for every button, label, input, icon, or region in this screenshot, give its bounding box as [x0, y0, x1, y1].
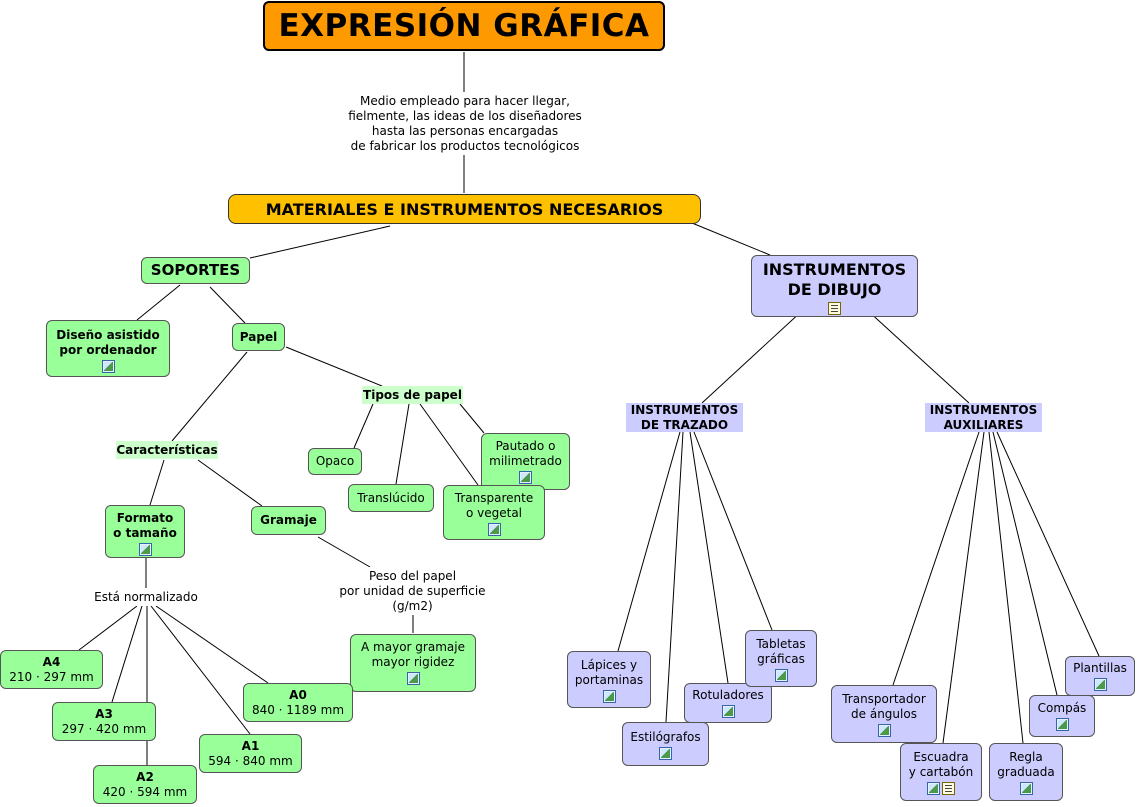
peso-text: Peso del papel por unidad de superficie … [335, 567, 490, 615]
transparente-line-1: Transparente [454, 491, 534, 505]
size-a0-name: A0 [289, 687, 307, 702]
size-a2-name: A2 [136, 769, 154, 784]
pautado-node[interactable]: Pautado o milimetrado [481, 433, 570, 490]
plantillas-label: Plantillas [1073, 661, 1127, 675]
regla-node[interactable]: Regla graduada [989, 743, 1063, 801]
rigidez-line-2: mayor rigidez [371, 655, 455, 669]
peso-line-3: (g/m2) [392, 598, 433, 613]
regla-line-2: graduada [997, 765, 1055, 779]
trazado-line-1: INSTRUMENTOS [630, 402, 739, 417]
cad-line-2: por ordenador [59, 343, 157, 357]
traslucido-node: Translúcido [348, 484, 434, 512]
opaco-node: Opaco [308, 448, 362, 475]
size-a3-dims: 297 · 420 mm [61, 721, 147, 736]
peso-line-2: por unidad de superficie [339, 583, 486, 598]
transportador-line-1: Transportador [842, 692, 926, 706]
rigidez-line-1: A mayor gramaje [361, 640, 465, 654]
normalizado-text: Está normalizado [86, 588, 206, 606]
size-a1-node: A1 594 · 840 mm [199, 734, 302, 773]
tabletas-node[interactable]: Tabletas gráficas [745, 630, 817, 687]
image-icon[interactable] [602, 690, 616, 703]
peso-line-1: Peso del papel [368, 568, 457, 583]
cad-line-1: Diseño asistido [56, 328, 160, 342]
lapices-line-1: Lápices y [580, 658, 638, 672]
image-icon[interactable] [721, 705, 735, 718]
image-icon[interactable] [519, 471, 532, 484]
instrumentos-dibujo-line-2: DE DIBUJO [787, 280, 882, 299]
papel-node: Papel [232, 323, 285, 351]
tipos-papel-label: Tipos de papel [362, 386, 463, 404]
image-icon[interactable] [138, 543, 152, 556]
tabletas-line-1: Tabletas [756, 637, 806, 651]
formato-line-1: Formato [116, 511, 174, 525]
size-a3-node: A3 297 · 420 mm [52, 702, 156, 741]
size-a0-dims: 840 · 1189 mm [251, 702, 345, 717]
auxiliares-label: INSTRUMENTOS AUXILIARES [925, 403, 1042, 432]
definition-text: Medio empleado para hacer llegar, fielme… [320, 94, 610, 154]
rotuladores-node[interactable]: Rotuladores [684, 683, 772, 723]
estilografos-node[interactable]: Estilógrafos [622, 722, 709, 766]
document-icon[interactable] [828, 302, 841, 315]
instrumentos-dibujo-line-1: INSTRUMENTOS [762, 260, 907, 279]
instrumentos-dibujo-node[interactable]: INSTRUMENTOS DE DIBUJO [751, 255, 918, 317]
size-a3-name: A3 [95, 706, 113, 721]
compas-node[interactable]: Compás [1029, 695, 1095, 737]
image-icon[interactable] [101, 360, 115, 373]
image-icon[interactable] [659, 747, 672, 760]
definition-line-3: hasta las personas encargadas [371, 124, 559, 138]
image-icon[interactable] [1093, 678, 1107, 691]
pautado-line-1: Pautado o [495, 439, 556, 453]
size-a2-node: A2 420 · 594 mm [93, 765, 197, 804]
escuadra-line-2: y cartabón [908, 765, 974, 779]
rigidez-node[interactable]: A mayor gramaje mayor rigidez [350, 634, 476, 692]
transportador-line-2: de ángulos [851, 707, 917, 721]
size-a0-node: A0 840 · 1189 mm [243, 683, 353, 722]
size-a4-name: A4 [42, 654, 61, 669]
caracteristicas-label: Características [116, 441, 218, 459]
trazado-line-2: DE TRAZADO [640, 417, 729, 432]
image-icon[interactable] [774, 669, 788, 682]
trazado-label: INSTRUMENTOS DE TRAZADO [626, 403, 743, 432]
tabletas-line-2: gráficas [757, 652, 805, 666]
auxiliares-line-1: INSTRUMENTOS [929, 402, 1038, 417]
cad-node[interactable]: Diseño asistido por ordenador [46, 320, 170, 377]
definition-line-4: de fabricar los productos tecnológicos [350, 139, 580, 153]
formato-line-2: o tamaño [113, 526, 177, 540]
lapices-line-2: portaminas [574, 673, 644, 687]
estilografos-label: Estilógrafos [630, 730, 701, 744]
lapices-node[interactable]: Lápices y portaminas [567, 651, 651, 708]
image-icon[interactable] [1019, 782, 1033, 795]
escuadra-line-1: Escuadra [913, 750, 969, 764]
transparente-node[interactable]: Transparente o vegetal [443, 485, 545, 540]
definition-line-2: fielmente, las ideas de los diseñadores [348, 109, 582, 123]
size-a1-dims: 594 · 840 mm [208, 753, 293, 768]
document-icon[interactable] [942, 782, 955, 795]
auxiliares-line-2: AUXILIARES [943, 417, 1024, 432]
size-a2-dims: 420 · 594 mm [102, 784, 188, 799]
rotuladores-label: Rotuladores [692, 688, 764, 702]
image-icon[interactable] [877, 724, 891, 737]
soportes-node: SOPORTES [141, 257, 250, 284]
pautado-line-2: milimetrado [489, 454, 562, 468]
formato-node[interactable]: Formato o tamaño [105, 505, 185, 558]
image-icon[interactable] [1055, 718, 1069, 731]
compas-label: Compás [1037, 701, 1087, 715]
size-a1-name: A1 [241, 738, 260, 753]
size-a4-dims: 210 · 297 mm [9, 669, 94, 684]
plantillas-node[interactable]: Plantillas [1065, 656, 1135, 696]
transparente-line-2: o vegetal [465, 506, 523, 520]
transportador-node[interactable]: Transportador de ángulos [831, 685, 937, 743]
map-title: EXPRESIÓN GRÁFICA [263, 1, 665, 51]
gramaje-node: Gramaje [251, 506, 326, 535]
image-icon[interactable] [406, 672, 420, 685]
size-a4-node: A4 210 · 297 mm [0, 650, 103, 689]
regla-line-1: Regla [1009, 750, 1043, 764]
materials-node: MATERIALES E INSTRUMENTOS NECESARIOS [228, 194, 701, 224]
image-icon[interactable] [487, 523, 501, 536]
escuadra-node[interactable]: Escuadra y cartabón [900, 743, 982, 801]
image-icon[interactable] [927, 782, 940, 795]
definition-line-1: Medio empleado para hacer llegar, [360, 94, 570, 108]
